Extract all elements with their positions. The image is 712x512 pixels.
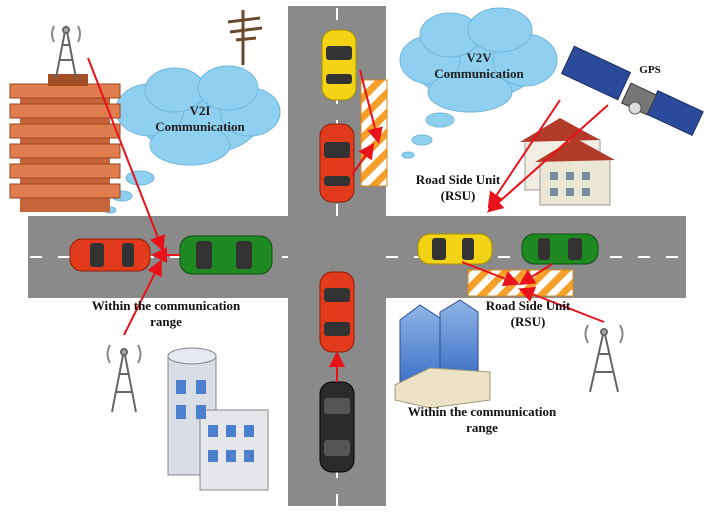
- brick-building-icon: [9, 74, 121, 212]
- cell-tower-icon: [106, 344, 142, 413]
- car-red-bottom: [319, 271, 355, 353]
- v2v-label-line1: V2V: [466, 50, 492, 65]
- rsu-right-label-line1: Road Side Unit: [485, 298, 571, 313]
- utility-pole-icon: [227, 10, 263, 65]
- v2i-label: V2I Communication: [150, 103, 250, 135]
- v2i-label-line2: Communication: [155, 119, 245, 134]
- office-building-icon: [167, 347, 269, 491]
- car-black-bottom: [319, 381, 355, 473]
- range-right-label-line1: Within the communication: [407, 404, 557, 419]
- satellite-icon: [560, 45, 704, 137]
- v2i-label-line1: V2I: [189, 103, 211, 118]
- rsu-top-label-line2: (RSU): [440, 188, 476, 203]
- cell-tower-icon: [584, 324, 624, 393]
- rsu-top-label: Road Side Unit (RSU): [398, 172, 518, 204]
- car-yellow-right: [417, 233, 493, 265]
- car-green-left: [179, 235, 273, 275]
- gps-label: GPS: [639, 64, 661, 76]
- houses-icon: [520, 118, 615, 206]
- v2v-label: V2V Communication: [424, 50, 534, 82]
- communication-arrows: [87, 57, 609, 382]
- cell-tower-icon: [51, 25, 81, 79]
- range-right-label: Within the communication range: [392, 404, 572, 436]
- range-left-label-line1: Within the communication: [91, 298, 241, 313]
- rsu-right-label-line2: (RSU): [510, 314, 546, 329]
- glass-buildings-icon: [394, 299, 491, 409]
- rsu-barrier-top: [360, 79, 388, 187]
- car-green-right: [521, 233, 599, 265]
- rsu-right-label: Road Side Unit (RSU): [468, 298, 588, 330]
- range-left-label: Within the communication range: [76, 298, 256, 330]
- car-red-top: [319, 123, 355, 203]
- car-yellow-top: [321, 29, 357, 101]
- range-right-label-line2: range: [466, 420, 498, 435]
- v2i-cloud: [103, 65, 281, 214]
- v2v-label-line2: Communication: [434, 66, 524, 81]
- car-red-left: [69, 238, 151, 272]
- v2v-cloud: [399, 7, 558, 159]
- range-left-label-line2: range: [150, 314, 182, 329]
- rsu-top-label-line1: Road Side Unit: [415, 172, 501, 187]
- rsu-barrier-right: [467, 269, 574, 297]
